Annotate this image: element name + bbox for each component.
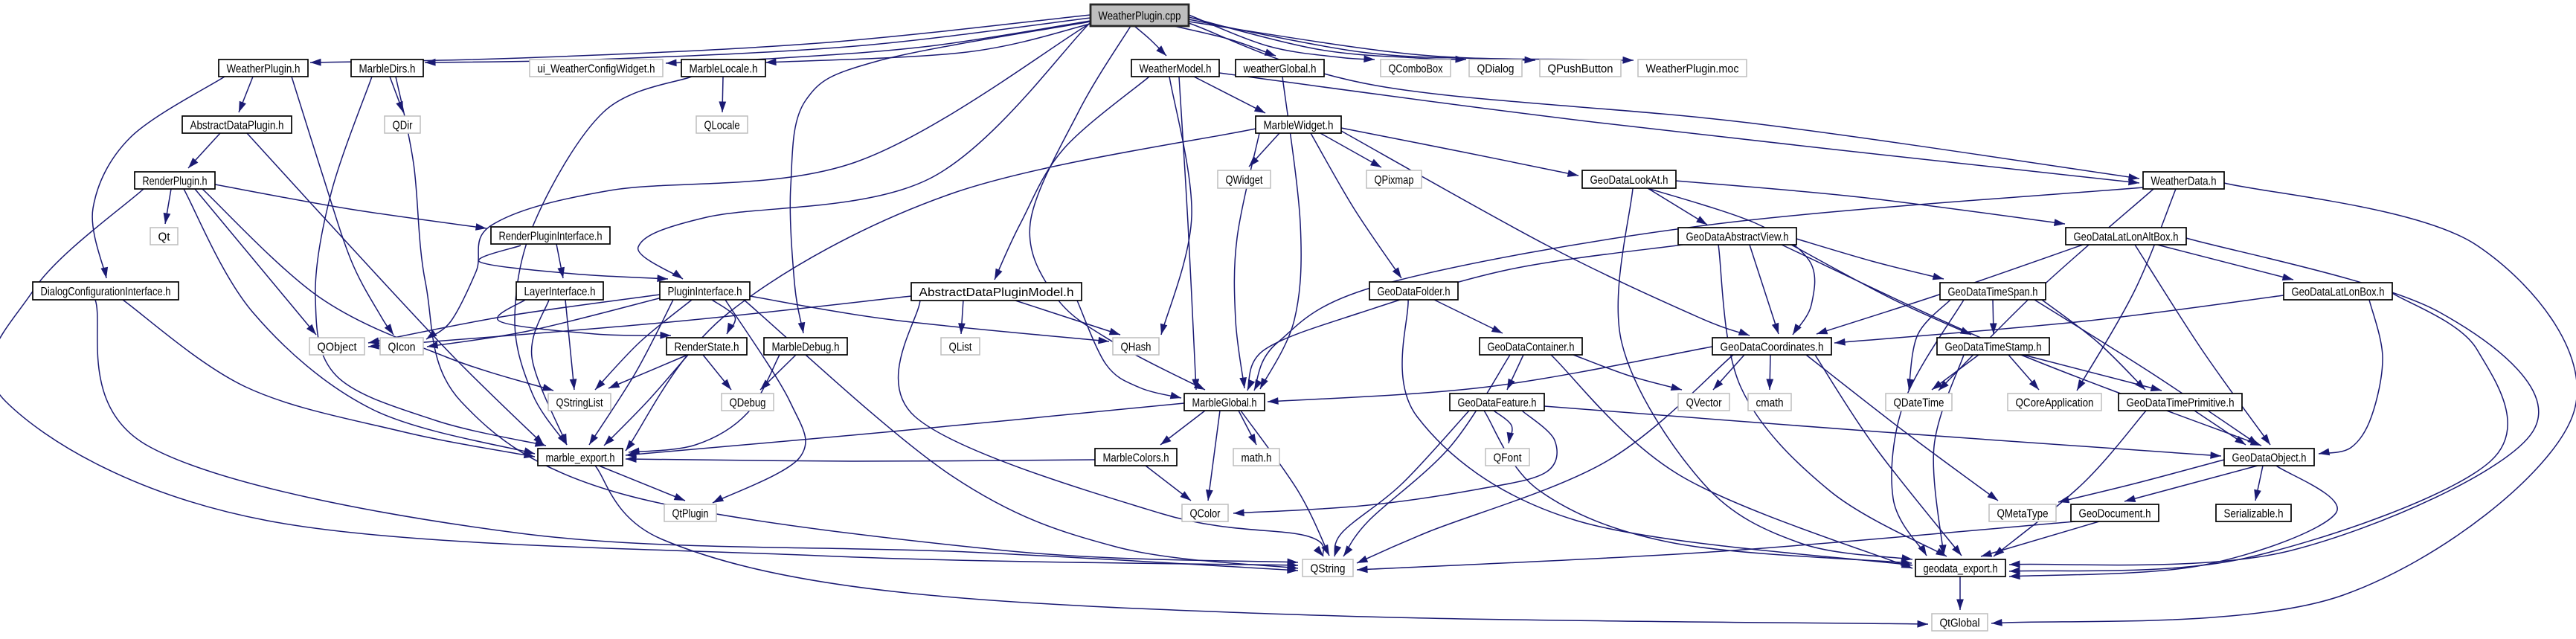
svg-text:GeoDataFeature.h: GeoDataFeature.h	[1458, 396, 1537, 409]
svg-text:GeoDataLatLonBox.h: GeoDataLatLonBox.h	[2292, 286, 2385, 298]
svg-text:DialogConfigurationInterface.h: DialogConfigurationInterface.h	[41, 286, 171, 298]
svg-text:QPushButton: QPushButton	[1548, 62, 1613, 75]
svg-text:LayerInterface.h: LayerInterface.h	[524, 286, 596, 298]
svg-text:MarbleWidget.h: MarbleWidget.h	[1264, 119, 1334, 132]
svg-text:PluginInterface.h: PluginInterface.h	[668, 286, 742, 298]
svg-text:MarbleLocale.h: MarbleLocale.h	[690, 62, 758, 75]
svg-text:MarbleDirs.h: MarbleDirs.h	[359, 62, 416, 75]
svg-text:GeoDataCoordinates.h: GeoDataCoordinates.h	[1721, 341, 1824, 353]
svg-text:QHash: QHash	[1121, 341, 1152, 353]
svg-text:WeatherPlugin.moc: WeatherPlugin.moc	[1646, 62, 1739, 75]
svg-text:QObject: QObject	[318, 341, 358, 353]
svg-text:QFont: QFont	[1494, 452, 1522, 464]
svg-text:GeoDataTimePrimitive.h: GeoDataTimePrimitive.h	[2127, 396, 2235, 409]
svg-text:GeoDocument.h: GeoDocument.h	[2079, 507, 2151, 520]
svg-text:QWidget: QWidget	[1226, 174, 1263, 187]
svg-text:AbstractDataPluginModel.h: AbstractDataPluginModel.h	[919, 286, 1074, 299]
svg-text:GeoDataLatLonAltBox.h: GeoDataLatLonAltBox.h	[2074, 231, 2179, 243]
svg-text:GeoDataTimeStamp.h: GeoDataTimeStamp.h	[1945, 341, 2042, 353]
svg-text:Serializable.h: Serializable.h	[2224, 507, 2284, 520]
svg-text:QCoreApplication: QCoreApplication	[2016, 396, 2094, 409]
svg-text:GeoDataAbstractView.h: GeoDataAbstractView.h	[1686, 231, 1789, 243]
svg-text:QVector: QVector	[1686, 396, 1723, 409]
svg-text:QDialog: QDialog	[1477, 62, 1515, 75]
svg-text:WeatherData.h: WeatherData.h	[2151, 175, 2217, 187]
svg-text:QComboBox: QComboBox	[1389, 62, 1443, 75]
svg-text:WeatherPlugin.h: WeatherPlugin.h	[227, 62, 301, 75]
svg-text:QMetaType: QMetaType	[1997, 507, 2049, 520]
svg-text:WeatherModel.h: WeatherModel.h	[1140, 62, 1212, 75]
svg-text:MarbleColors.h: MarbleColors.h	[1103, 452, 1169, 464]
svg-text:QDebug: QDebug	[730, 396, 766, 409]
svg-text:marble_export.h: marble_export.h	[546, 452, 615, 464]
svg-text:QtGlobal: QtGlobal	[1940, 617, 1980, 629]
svg-text:QPixmap: QPixmap	[1375, 174, 1414, 187]
svg-text:QList: QList	[949, 341, 972, 353]
svg-text:QColor: QColor	[1190, 507, 1221, 520]
svg-text:cmath: cmath	[1756, 396, 1784, 409]
svg-text:GeoDataFolder.h: GeoDataFolder.h	[1378, 286, 1451, 298]
svg-text:WeatherPlugin.cpp: WeatherPlugin.cpp	[1099, 10, 1181, 22]
svg-text:AbstractDataPlugin.h: AbstractDataPlugin.h	[190, 119, 284, 132]
svg-text:QDateTime: QDateTime	[1894, 396, 1944, 409]
svg-text:GeoDataObject.h: GeoDataObject.h	[2232, 452, 2307, 464]
svg-text:weatherGlobal.h: weatherGlobal.h	[1243, 62, 1317, 75]
svg-text:Qt: Qt	[158, 231, 171, 243]
svg-text:QString: QString	[1311, 562, 1346, 575]
svg-text:RenderPluginInterface.h: RenderPluginInterface.h	[499, 230, 603, 243]
svg-text:QStringList: QStringList	[556, 396, 603, 409]
svg-text:RenderState.h: RenderState.h	[675, 341, 739, 353]
svg-text:GeoDataLookAt.h: GeoDataLookAt.h	[1590, 174, 1668, 187]
svg-text:QIcon: QIcon	[388, 341, 416, 353]
svg-text:ui_WeatherConfigWidget.h: ui_WeatherConfigWidget.h	[538, 62, 655, 75]
svg-text:geodata_export.h: geodata_export.h	[1924, 562, 1998, 575]
svg-text:MarbleGlobal.h: MarbleGlobal.h	[1192, 396, 1257, 409]
svg-text:RenderPlugin.h: RenderPlugin.h	[143, 175, 208, 187]
svg-text:MarbleDebug.h: MarbleDebug.h	[772, 341, 840, 353]
svg-text:GeoDataContainer.h: GeoDataContainer.h	[1488, 341, 1575, 353]
svg-text:QtPlugin: QtPlugin	[672, 507, 709, 520]
svg-text:math.h: math.h	[1242, 452, 1272, 464]
svg-text:QDir: QDir	[393, 119, 414, 132]
svg-text:GeoDataTimeSpan.h: GeoDataTimeSpan.h	[1948, 286, 2038, 298]
svg-text:QLocale: QLocale	[704, 119, 740, 132]
